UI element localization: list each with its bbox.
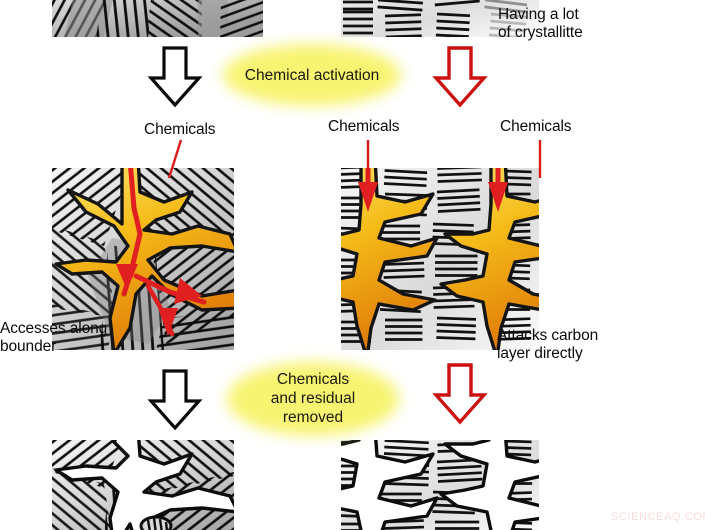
- arrow-black-step1: [146, 46, 204, 108]
- label-chemical-activation: Chemical activation: [244, 67, 380, 84]
- label-chemicals-mid: Chemicals: [328, 118, 400, 135]
- label-chemicals-residual-removed: Chemicals and residual removed: [270, 371, 356, 426]
- ellipse-step1-background: [223, 44, 401, 106]
- panel-bottom-left: [52, 440, 234, 530]
- arrow-red-step1: [431, 46, 489, 108]
- arrow-black-step2: [146, 369, 204, 431]
- panel-top-right: [341, 0, 539, 37]
- caption-accesses-along-bounder: Accesses along bounder: [0, 320, 108, 355]
- label-having-crystallitte: Having a lot of crystallitte: [498, 6, 583, 41]
- watermark-scienceaq: SCIENCEAQ.COM: [611, 511, 705, 523]
- caption-attacks-carbon-layer: Attacks carbon layer directly: [497, 327, 599, 362]
- label-chemicals-left: Chemicals: [144, 121, 216, 138]
- ellipse-step2-background: [227, 362, 399, 436]
- arrow-red-step2: [431, 363, 489, 425]
- label-chemicals-right: Chemicals: [500, 118, 572, 135]
- panel-bottom-right: [341, 440, 539, 530]
- panel-top-left: [52, 0, 263, 37]
- panel-mid-left: [52, 168, 234, 350]
- panel-mid-right: [341, 168, 539, 350]
